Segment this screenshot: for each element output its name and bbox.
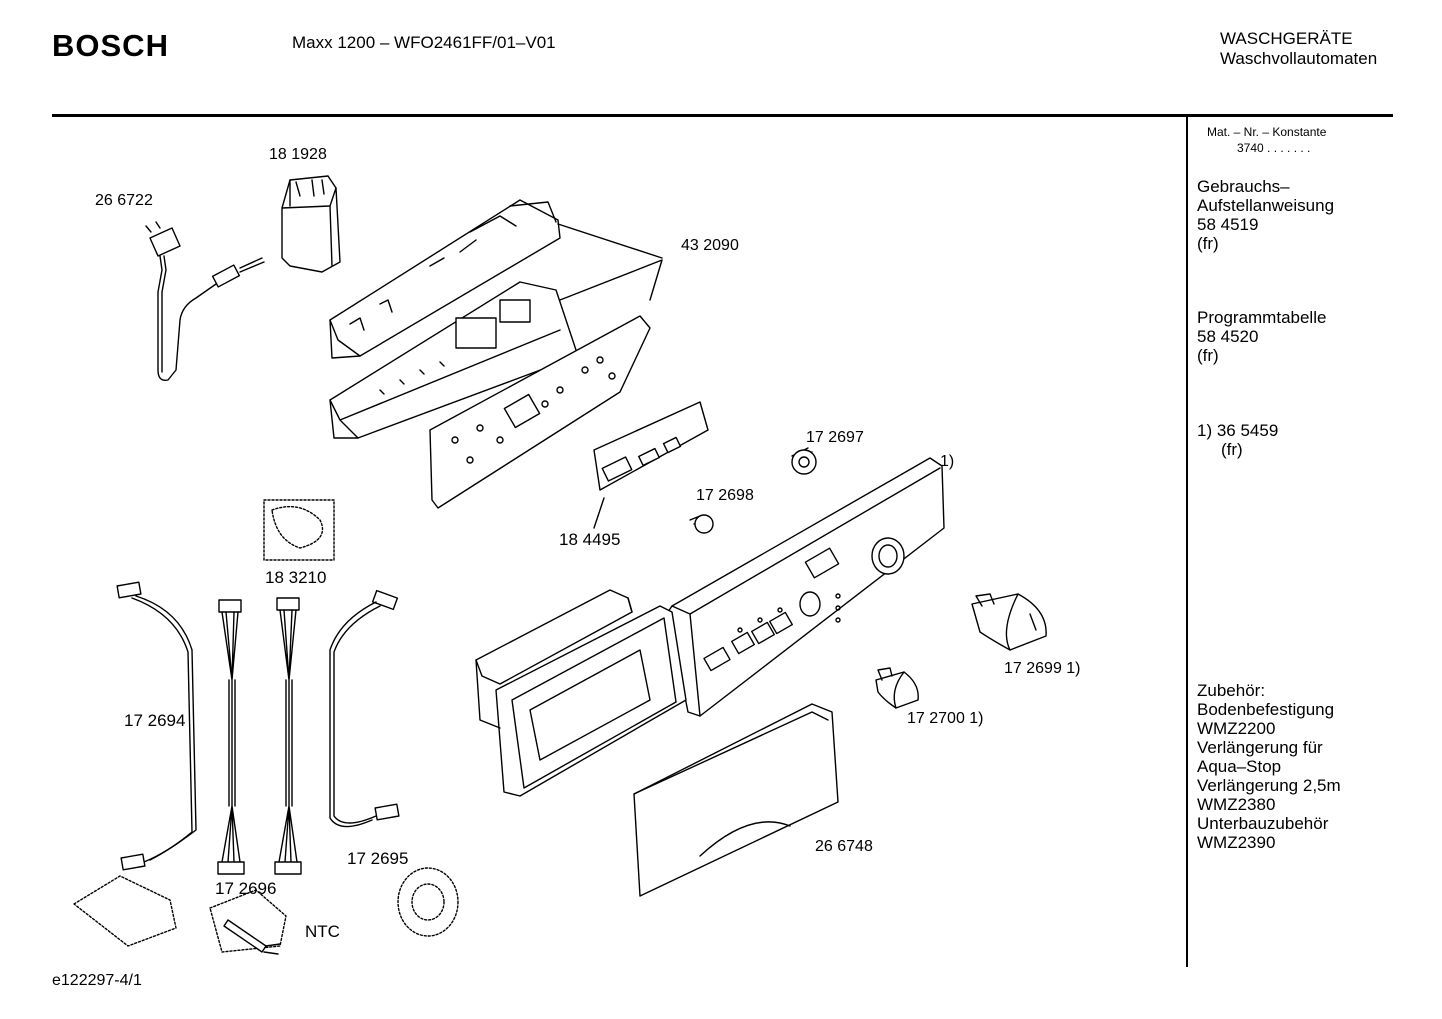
detergent-drawer-part (476, 590, 686, 796)
program-table-line: (fr) (1197, 346, 1219, 365)
part-label-172695: 17 2695 (347, 849, 409, 868)
note-block: 1) 36 5459 (fr) (1197, 421, 1278, 459)
circuit-board-part (430, 316, 650, 508)
power-cord-part (146, 222, 264, 380)
suppressor-part (282, 176, 340, 272)
control-panel-part (668, 458, 944, 716)
ntc-sensor-part (224, 920, 280, 954)
program-table-line: Programmtabelle (1197, 308, 1327, 327)
accessory-line: Aqua–Stop (1197, 757, 1282, 776)
manual-line: Aufstellanweisung (1197, 196, 1335, 215)
accessory-line: Verlängerung für (1197, 738, 1323, 757)
programme-knob-part (972, 594, 1046, 650)
part-label-266748: 26 6748 (815, 838, 873, 855)
note-line: 1) 36 5459 (1197, 421, 1279, 440)
part-label-266722: 26 6722 (95, 192, 153, 209)
part-label-1727001: 17 2700 1) (907, 710, 984, 727)
reference-parts (74, 500, 458, 952)
part-label-1726991: 17 2699 1) (1004, 660, 1081, 677)
accessory-line: WMZ2390 (1197, 833, 1276, 852)
service-cover-part (634, 704, 838, 896)
part-label-172696: 17 2696 (215, 879, 277, 898)
sidebar-divider (1186, 117, 1188, 967)
knob-shaft-part (690, 448, 816, 533)
program-table-block: Programmtabelle 58 4520 (fr) (1197, 308, 1326, 365)
accessory-line: WMZ2380 (1197, 795, 1276, 814)
part-label-184495: 18 4495 (559, 530, 621, 549)
part-label-note1: 1) (940, 453, 955, 470)
part-label-ntc: NTC (305, 922, 340, 941)
accessory-line: Unterbauzubehör (1197, 814, 1329, 833)
accessory-line: WMZ2200 (1197, 719, 1276, 738)
part-label-432090: 43 2090 (681, 237, 739, 254)
accessories-block: Zubehör: Bodenbefestigung WMZ2200 Verlän… (1197, 681, 1341, 852)
mat-number-value: 3740 . . . . . . . (1237, 141, 1311, 155)
manual-line: 58 4519 (1197, 215, 1259, 234)
program-table-line: 58 4520 (1197, 327, 1259, 346)
manual-line: (fr) (1197, 234, 1219, 253)
note-line: (fr) (1221, 440, 1243, 459)
display-board-part (594, 402, 708, 528)
part-label-172697: 17 2697 (806, 429, 864, 446)
accessory-line: Verlängerung 2,5m (1197, 776, 1341, 795)
part-label-172698: 17 2698 (696, 487, 754, 504)
model-title: Maxx 1200 – WFO2461FF/01–V01 (292, 33, 556, 52)
part-label-183210: 18 3210 (265, 568, 327, 587)
manual-line: Gebrauchs– (1197, 177, 1290, 196)
part-label-172694: 17 2694 (124, 711, 186, 730)
harness-172696-left (218, 600, 244, 874)
category-subtitle: Waschvollautomaten (1220, 49, 1378, 68)
mat-number-label: Mat. – Nr. – Konstante (1207, 125, 1327, 139)
brand-logo: BOSCH (52, 28, 169, 63)
accessory-line: Zubehör: (1197, 681, 1266, 700)
category-title: WASCHGERÄTE (1220, 29, 1353, 48)
leader-432090 (558, 224, 662, 300)
header-divider (52, 114, 1393, 117)
harness-172696-right (275, 598, 301, 874)
drawing-id: e122297-4/1 (52, 972, 142, 989)
harness-172694 (117, 582, 196, 870)
board-housing-part (330, 282, 578, 438)
part-label-181928: 18 1928 (269, 146, 327, 163)
accessory-line: Bodenbefestigung (1197, 700, 1335, 719)
harness-172695 (330, 591, 399, 827)
manual-block: Gebrauchs– Aufstellanweisung 58 4519 (fr… (1197, 177, 1334, 253)
selector-knob-part (876, 668, 918, 708)
control-module-part (330, 200, 560, 358)
